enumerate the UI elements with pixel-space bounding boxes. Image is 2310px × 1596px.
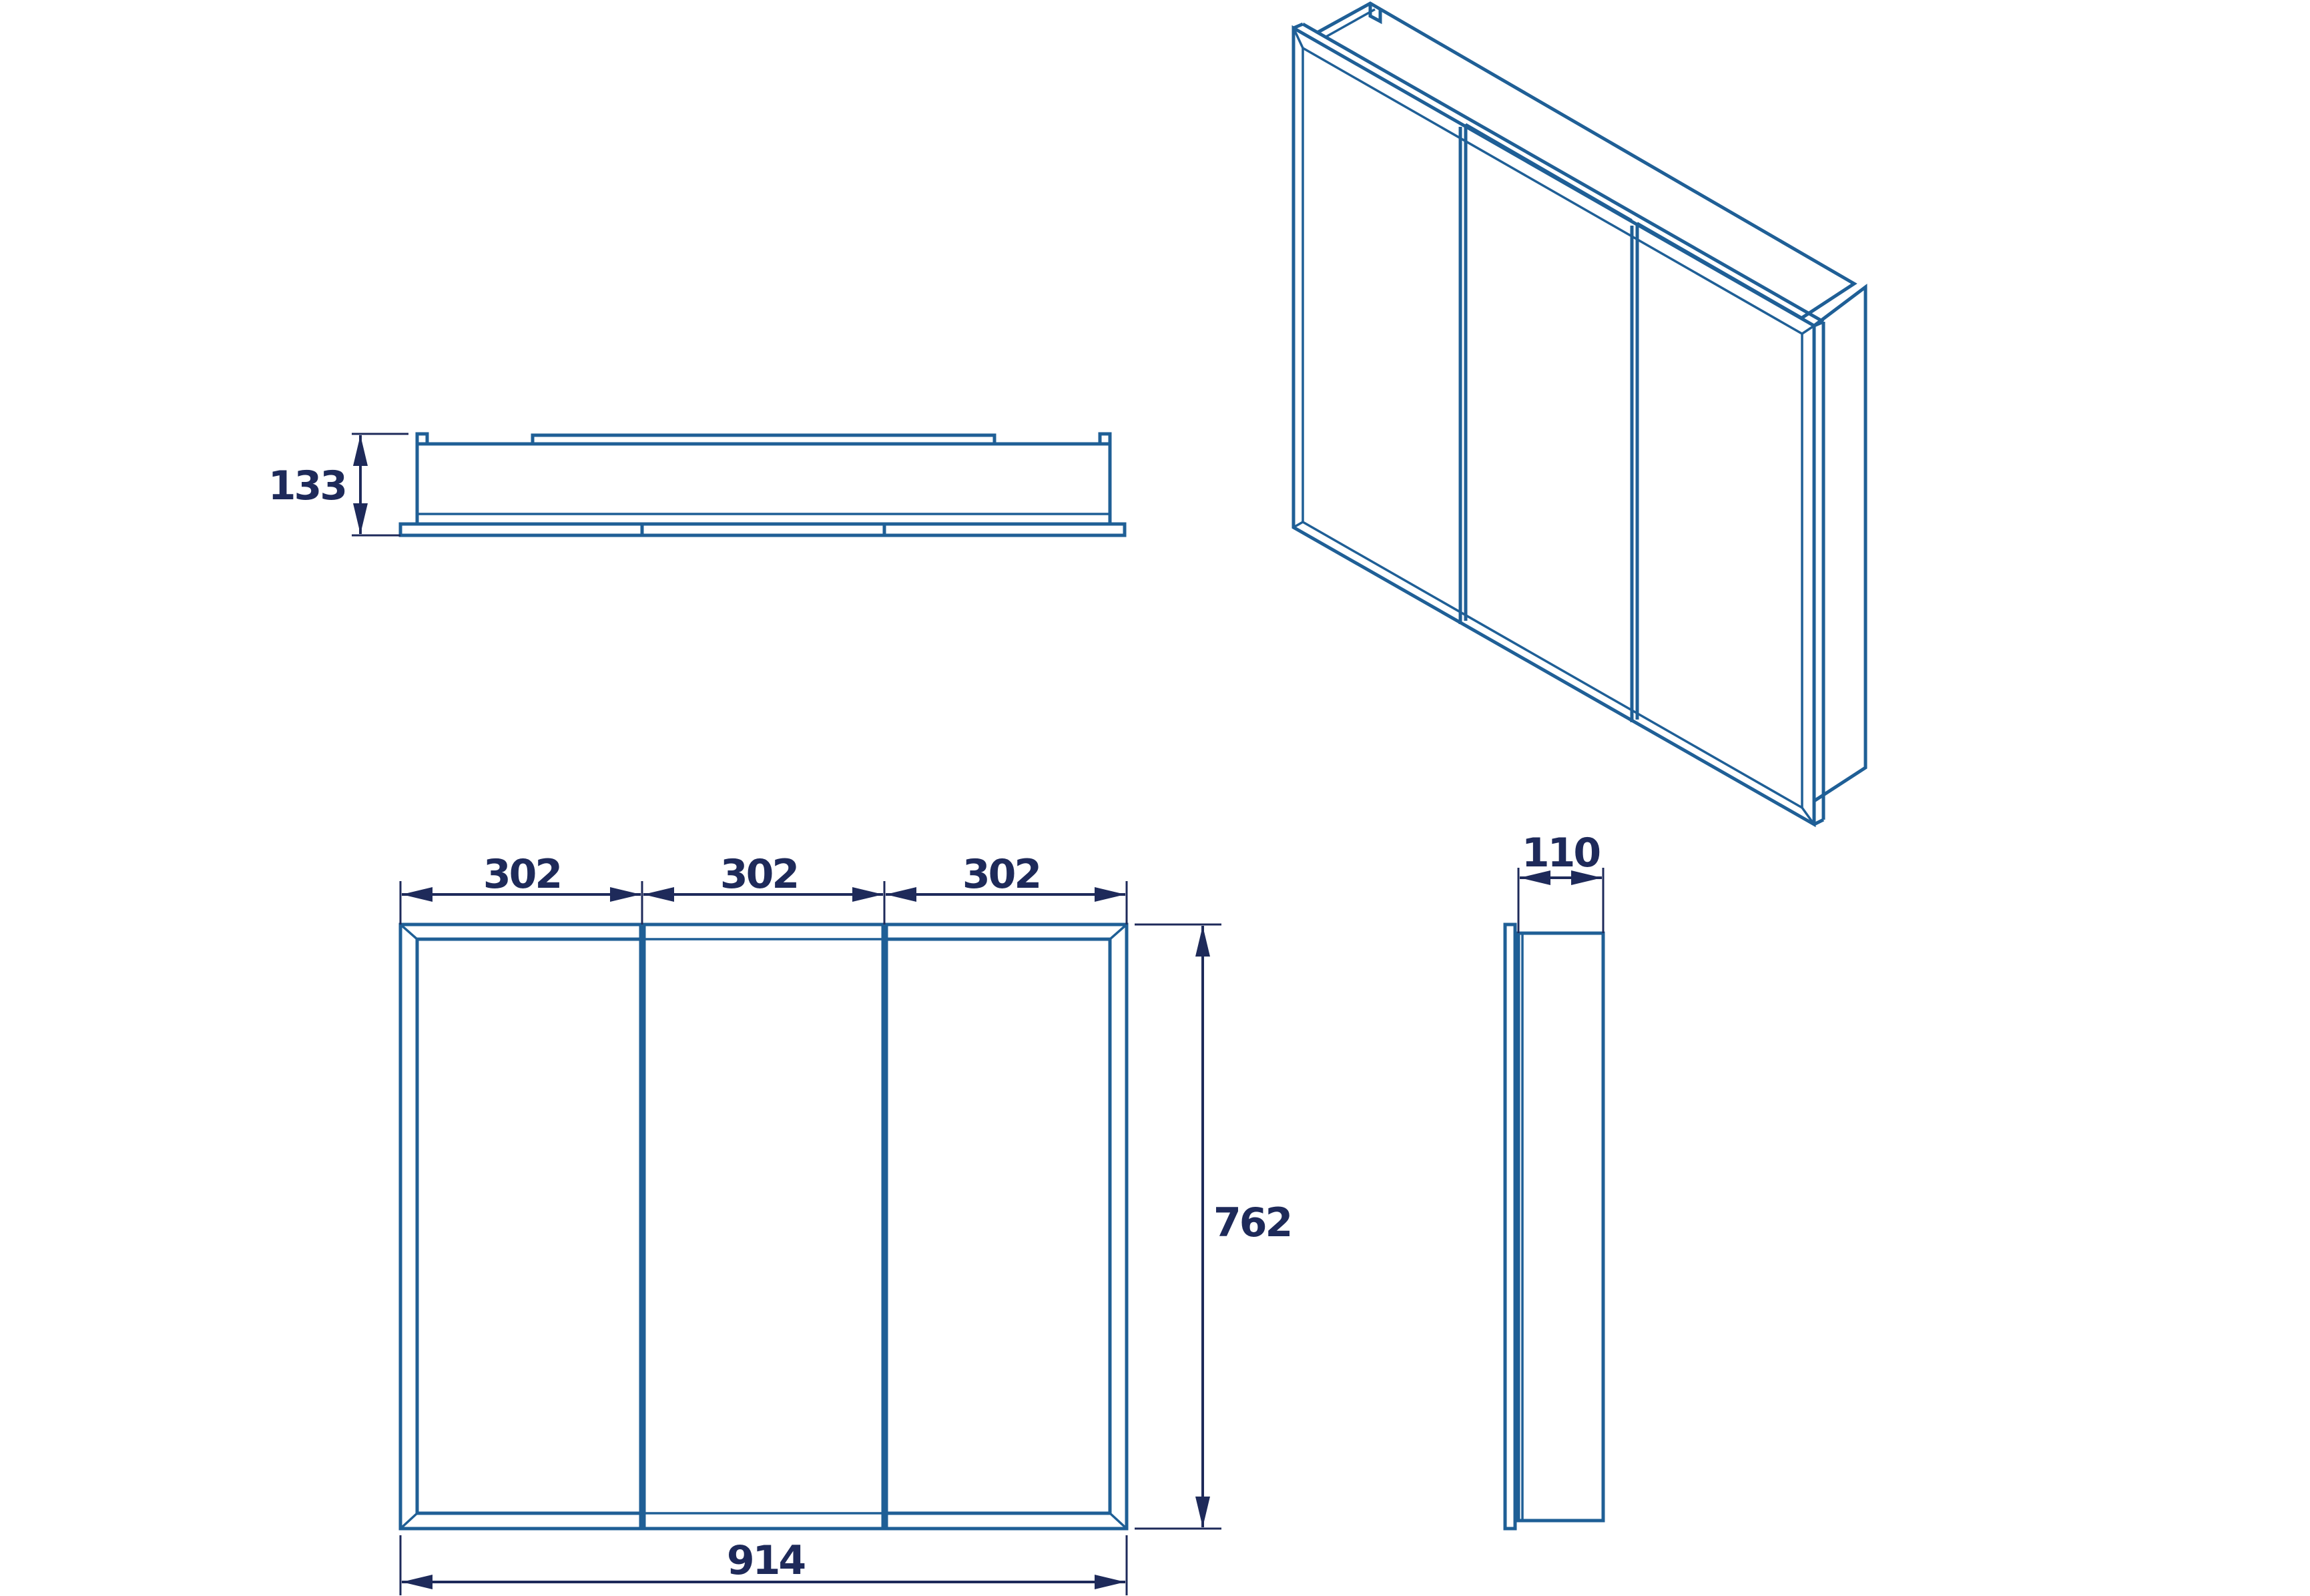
dim-914-label: 914	[727, 1537, 804, 1584]
front-view-bevel-tl	[399, 923, 418, 941]
iso-body-right	[1812, 283, 1867, 804]
dimension-110: 110	[1517, 830, 1605, 933]
front-view-door-2	[642, 922, 885, 1531]
dim-302-label-1: 302	[483, 851, 561, 898]
dimension-133: 133	[268, 433, 408, 537]
dim-110-label: 110	[1522, 830, 1599, 876]
dim-133-label: 133	[268, 463, 346, 509]
iso-bevel-tr	[1801, 324, 1815, 335]
top-view-right-tab	[1098, 432, 1112, 444]
side-view-door	[1503, 922, 1517, 1531]
front-view	[398, 922, 1129, 1531]
isometric-view	[1291, 1, 1867, 828]
front-view-outer-frame	[398, 922, 1129, 1531]
iso-rear-tab	[1368, 3, 1382, 25]
front-view-bevel-br	[1109, 1512, 1128, 1530]
iso-bevel-br	[1801, 806, 1815, 826]
front-view-bevel-tr	[1109, 923, 1128, 941]
front-view-door-2-inner	[643, 938, 884, 1515]
dim-302-label-3: 302	[962, 851, 1040, 898]
iso-bevel-bl	[1293, 521, 1304, 529]
dimension-door-widths: 302 302 302	[399, 851, 1128, 924]
iso-frame-lip-tl	[1293, 22, 1304, 30]
top-view-left-tab	[415, 432, 429, 444]
dimension-762: 762	[1135, 923, 1293, 1530]
side-view-body	[1516, 931, 1605, 1523]
front-view-door-1	[415, 937, 643, 1515]
iso-body-top	[1317, 1, 1857, 320]
top-view-rear-rail	[531, 433, 996, 446]
front-view-bevel-bl	[399, 1512, 418, 1530]
iso-frame-lip-br	[1813, 818, 1825, 826]
iso-bevel-tl	[1292, 27, 1304, 49]
iso-front-frame-outer	[1291, 25, 1816, 828]
top-view	[398, 432, 1127, 537]
top-view-front-frame	[398, 522, 1127, 537]
iso-body-top-inner	[1324, 8, 1376, 39]
side-view	[1503, 922, 1605, 1531]
iso-front-frame-inner	[1302, 45, 1803, 810]
iso-door-3-top	[1637, 222, 1803, 319]
dim-302-label-2: 302	[720, 851, 798, 898]
dim-762-label: 762	[1213, 1200, 1291, 1246]
top-view-body	[415, 442, 1112, 526]
dimension-914: 914	[399, 1535, 1128, 1595]
iso-frame-lip-top	[1302, 22, 1825, 324]
iso-door-2-top	[1465, 123, 1633, 222]
front-view-door-3	[884, 937, 1112, 1515]
